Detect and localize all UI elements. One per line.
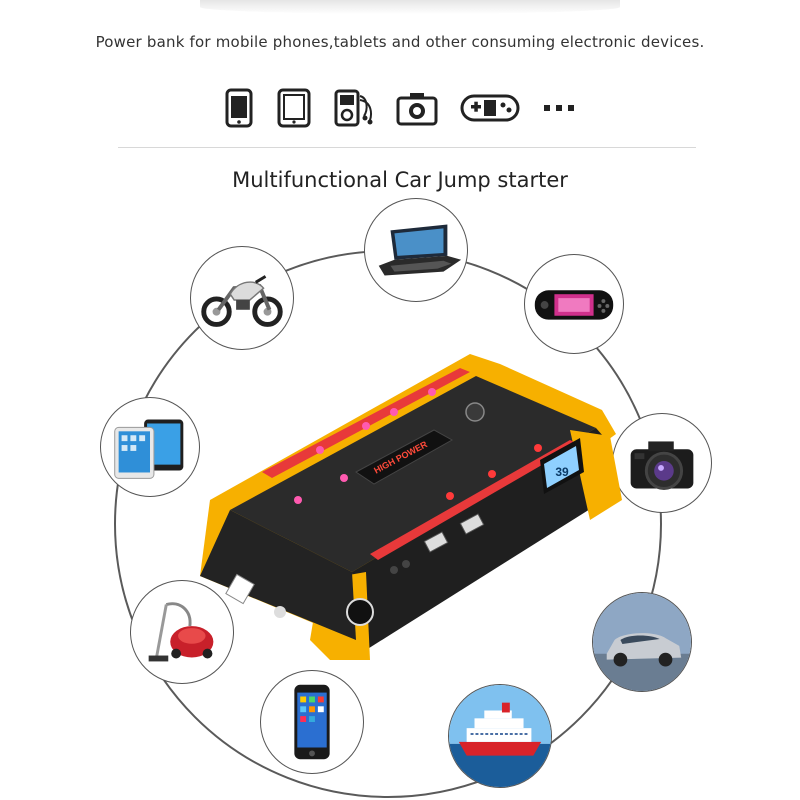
tablets-bubble [100,397,200,497]
top-shadow [200,0,620,14]
divider [118,147,696,148]
tablet-icon [277,88,311,128]
more-icon [544,105,574,111]
display-readout: 39 [555,465,569,479]
camera-bubble [612,413,712,513]
motorcycle-icon [201,275,283,327]
subtitle: Power bank for mobile phones,tablets and… [95,33,705,51]
tablets-icon [114,419,184,479]
jump-starter-device: HIGH POWER 39 [170,340,640,670]
car-icon [593,593,691,691]
smartphone-bubble [260,670,364,774]
game-console-bubble [524,254,624,354]
jump-starter-illustration: HIGH POWER 39 [200,354,622,660]
dslr-camera-icon [630,441,694,490]
vacuum-bubble [130,580,234,684]
gamepad-icon [460,94,520,122]
vacuum-cleaner-icon [148,602,214,662]
laptop-icon [378,224,462,276]
ship-bubble [448,684,552,788]
page-title: Multifunctional Car Jump starter [232,168,568,192]
device-icon-row [0,86,800,130]
handheld-console-icon [534,290,614,320]
motorcycle-bubble [190,246,294,350]
camera-icon [396,93,438,126]
laptop-bubble [364,198,468,302]
phone-icon [294,684,330,760]
smartphone-icon [225,88,253,128]
mp3-player-icon [334,89,373,127]
car-bubble [592,592,692,692]
cruise-ship-icon [449,685,551,787]
